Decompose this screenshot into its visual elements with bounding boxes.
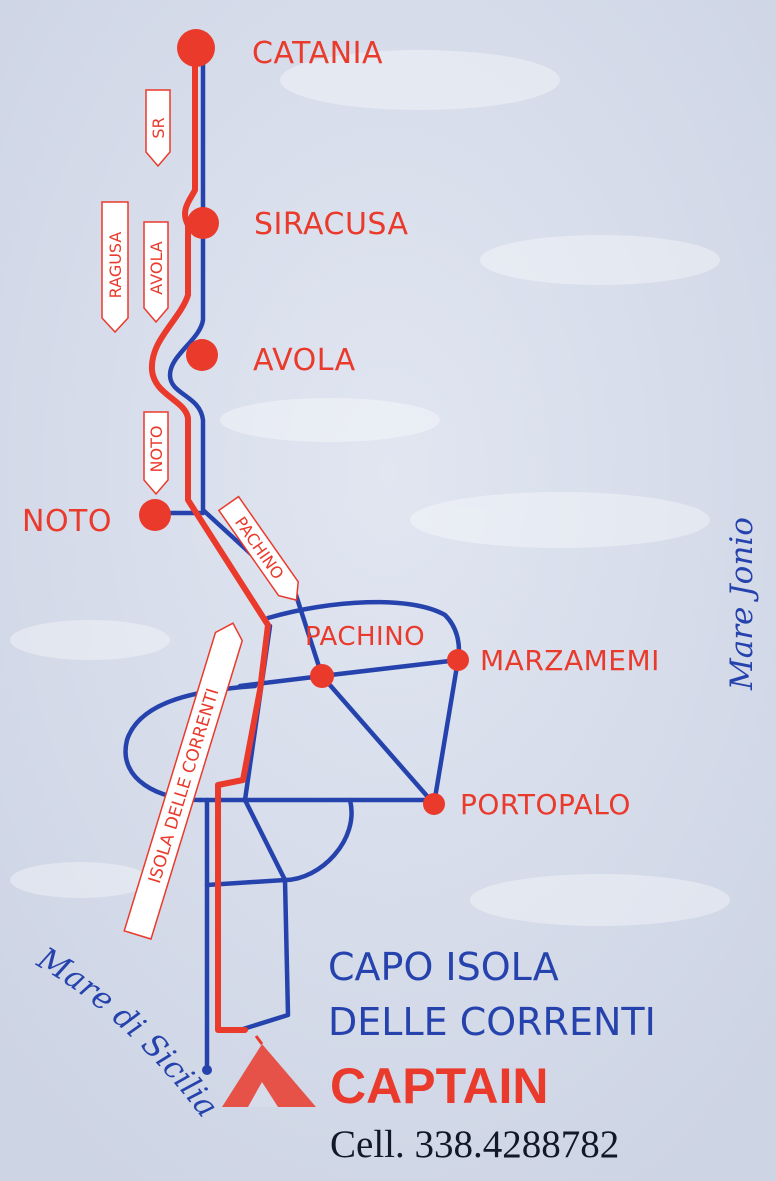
blue-pachino-loop — [265, 599, 462, 807]
city-label-noto: NOTO — [22, 504, 112, 539]
blue-south-loop — [204, 797, 354, 888]
marble-texture — [10, 50, 730, 926]
footer-title-line2: DELLE CORRENTI — [328, 1000, 656, 1044]
siracusa-marker — [187, 207, 219, 239]
red-main-road — [148, 44, 271, 1033]
footer-title-line1: CAPO ISOLA — [328, 945, 559, 989]
blue-east-spur — [237, 877, 291, 1033]
blue-inner-diagonal — [242, 797, 288, 883]
svg-text:NOTO: NOTO — [147, 426, 166, 473]
svg-text:RAGUSA: RAGUSA — [106, 232, 125, 299]
svg-text:AVOLA: AVOLA — [147, 241, 166, 294]
tent-icon — [222, 1035, 316, 1107]
brand-name: CAPTAIN — [330, 1058, 549, 1114]
catania-marker — [177, 29, 215, 67]
road-end-marker — [202, 1065, 212, 1075]
road-sign-noto: NOTO — [143, 411, 169, 496]
city-label-catania: CATANIA — [252, 36, 383, 71]
svg-text:SR: SR — [149, 117, 168, 138]
avola-marker — [186, 339, 218, 371]
city-label-avola: AVOLA — [253, 343, 356, 378]
city-label-pachino: PACHINO — [305, 622, 425, 652]
city-label-siracusa: SIRACUSA — [254, 207, 409, 242]
road-sign-ragusa: RAGUSA — [101, 201, 129, 334]
road-sign-avola: AVOLA — [143, 221, 169, 324]
portopalo-marker — [423, 793, 445, 815]
marzamemi-marker — [447, 649, 469, 671]
blue-main-road — [167, 57, 437, 807]
city-label-marzamemi: MARZAMEMI — [480, 644, 660, 677]
sea-label-ionio: Mare Jonio — [724, 517, 760, 691]
phone-number: Cell. 338.4288782 — [330, 1123, 619, 1166]
road-sign-sr: SR — [145, 89, 171, 168]
city-label-portopalo: PORTOPALO — [460, 788, 631, 821]
city-markers — [139, 29, 469, 815]
noto-marker — [139, 499, 171, 531]
pachino-marker — [310, 664, 334, 688]
